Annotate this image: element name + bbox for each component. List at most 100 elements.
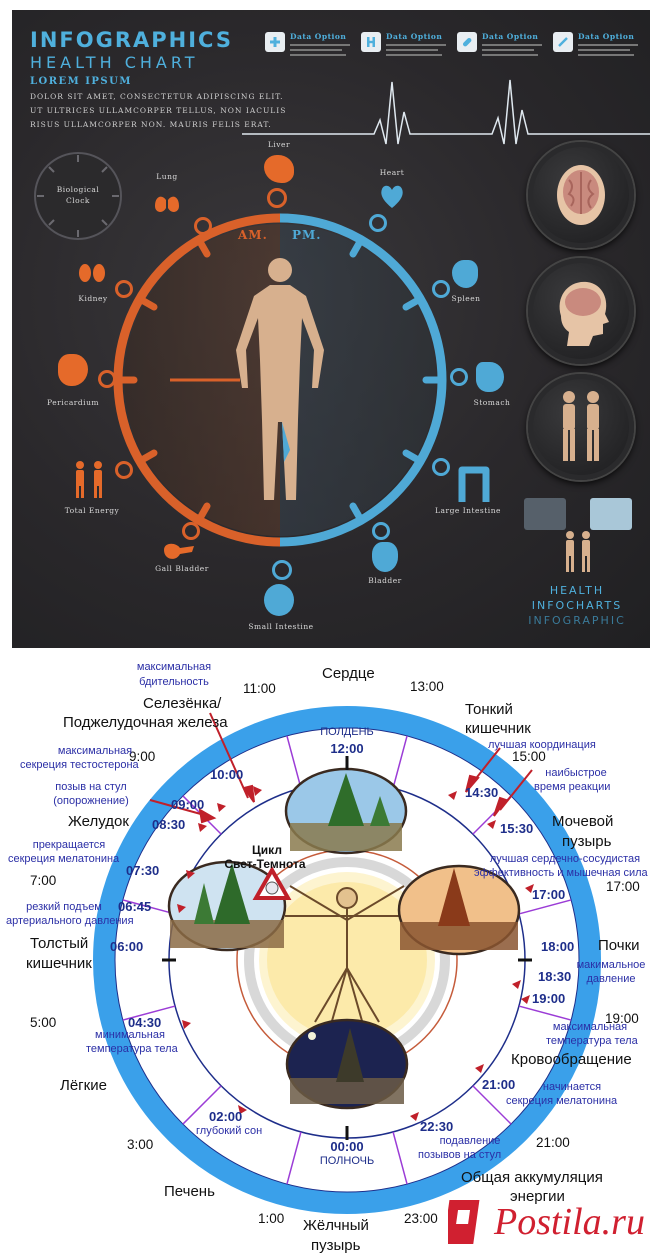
data-option-1[interactable]: Data Option <box>265 32 351 56</box>
organ-heart: Сердце <box>322 665 375 682</box>
time-1700: 17:00 <box>532 887 566 902</box>
noon-time: 12:00 <box>330 741 364 756</box>
ring-time-3: 3:00 <box>127 1137 154 1152</box>
time-2230: 22:30 <box>420 1119 454 1134</box>
lung-marker <box>194 217 212 235</box>
organ-label-small-intestine: Small Intestine <box>248 622 314 631</box>
data-option-title: Data Option <box>578 32 635 41</box>
ring-spoke <box>286 1131 302 1185</box>
evening-scene <box>397 864 521 956</box>
time-1530: 15:30 <box>500 821 534 836</box>
heart-marker <box>369 214 387 232</box>
speech-bubble-left <box>524 498 566 530</box>
organ-gall-1: Жёлчный <box>303 1217 369 1234</box>
time-1900: 19:00 <box>532 991 566 1006</box>
ring-spoke <box>392 1131 408 1185</box>
data-option-title: Data Option <box>386 32 443 41</box>
spleen-marker <box>432 280 450 298</box>
note-mel-start-2: секреция мелатонина <box>506 1095 618 1107</box>
biological-clock-icon <box>34 152 122 240</box>
note-mel-start-1: начинается <box>542 1081 602 1093</box>
time-0200: 02:00 <box>209 1109 243 1124</box>
noon-scene <box>284 767 408 855</box>
couple-small-icon <box>566 531 590 572</box>
organ-circulation: Кровообращение <box>511 1051 632 1068</box>
lorem-line-1: dolor sit amet, consectetur adipiscing e… <box>30 92 284 101</box>
ring-spoke <box>472 1085 512 1125</box>
footer-health: HEALTH <box>549 584 605 597</box>
large-intestine-marker <box>432 458 450 476</box>
event-arrows <box>149 712 533 824</box>
time-0830: 08:30 <box>152 817 186 832</box>
note-temp-min-2: температура тела <box>86 1043 178 1055</box>
lorem-line-3: risus ullamcorper non. Mauris felis erat… <box>30 120 272 129</box>
data-option-title: Data Option <box>290 32 347 41</box>
pericardium-marker <box>98 370 116 388</box>
stomach-marker <box>450 368 468 386</box>
health-chart-subtitle: HEALTH CHART <box>30 53 199 72</box>
total-energy-marker <box>115 461 133 479</box>
time-0900: 09:00 <box>171 797 205 812</box>
biological-clock-label-2: Clock <box>66 196 90 205</box>
couple-icon <box>563 391 599 461</box>
note-coordination: лучшая координация <box>488 739 596 751</box>
note-cardio-2: эффективность и мышечная сила <box>474 867 648 879</box>
footer-infographic: INFOGRAPHIC <box>528 614 626 627</box>
event-markers <box>177 786 534 1121</box>
organ-lungs: Лёгкие <box>60 1077 107 1094</box>
gall-bladder-marker <box>182 522 200 540</box>
ring-spoke <box>182 1085 222 1125</box>
note-deep-sleep: глубокий сон <box>196 1125 263 1137</box>
time-0730: 07:30 <box>126 863 160 878</box>
organ-label-pericardium: Pericardium <box>46 398 100 407</box>
ring-time-7: 7:00 <box>30 873 57 888</box>
organ-energy-2: энергии <box>510 1188 565 1205</box>
heartbeat-line <box>242 79 650 145</box>
stomach-icon <box>476 362 504 392</box>
data-option-3[interactable]: Data Option <box>457 32 543 56</box>
organ-gall-2: пузырь <box>311 1237 361 1254</box>
head-profile-icon <box>559 281 609 346</box>
organ-label-large-intestine: Large Intestine <box>435 506 501 515</box>
midnight-time: 00:00 <box>330 1139 364 1154</box>
large-intestine-icon <box>458 466 490 502</box>
couple-circle <box>528 374 634 480</box>
circadian-clock-panel: Цикл Свет-Темнота ПОЛДЕНЬ 12:00 00:00 ПО… <box>0 658 660 1259</box>
ring-time-17: 17:00 <box>606 879 640 894</box>
ring-spoke <box>518 1005 572 1021</box>
note-mel-stop-2: секреция мелатонина <box>8 853 120 865</box>
note-temp-max-2: температура тела <box>546 1035 638 1047</box>
ring-time-9: 9:00 <box>129 749 156 764</box>
data-option-2[interactable]: Data Option <box>361 32 447 56</box>
organ-colon-2: кишечник <box>26 955 92 972</box>
head-profile-circle <box>528 258 634 364</box>
liver-marker <box>267 188 287 208</box>
organ-spleen-1: Селезёнка/ <box>143 695 222 712</box>
plus-icon <box>265 32 285 52</box>
organ-label-total-energy: Total Energy <box>64 506 120 515</box>
organ-bladder-1: Мочевой <box>552 813 614 830</box>
organ-label-bladder: Bladder <box>368 576 402 585</box>
organ-small-intestine-2: кишечник <box>465 720 531 737</box>
organ-label-kidney: Kidney <box>78 294 108 303</box>
organ-energy-1: Общая аккумуляция <box>461 1169 603 1186</box>
liver-icon <box>264 155 294 183</box>
note-bp-max-2: давление <box>586 973 636 985</box>
pericardium-icon <box>58 354 88 386</box>
kidney-icon <box>78 262 106 284</box>
brain-icon <box>557 165 605 225</box>
note-mel-stop-1: прекращается <box>32 839 106 851</box>
speech-bubble-right <box>590 498 632 530</box>
note-alert-2: бдительность <box>139 676 209 688</box>
note-temp-min-1: минимальная <box>95 1029 165 1041</box>
note-bp-rise-1: резкий подъем <box>26 901 102 913</box>
human-body-figure <box>236 258 324 500</box>
ring-time-23: 23:00 <box>404 1211 438 1226</box>
note-suppress-2: позывов на стул <box>418 1149 502 1161</box>
morning-scene <box>167 860 287 952</box>
data-option-4[interactable]: Data Option <box>553 32 639 56</box>
small-intestine-icon <box>264 584 294 616</box>
organ-label-heart: Heart <box>379 168 405 177</box>
main-clock-diagram <box>113 213 447 547</box>
kidney-marker <box>115 280 133 298</box>
